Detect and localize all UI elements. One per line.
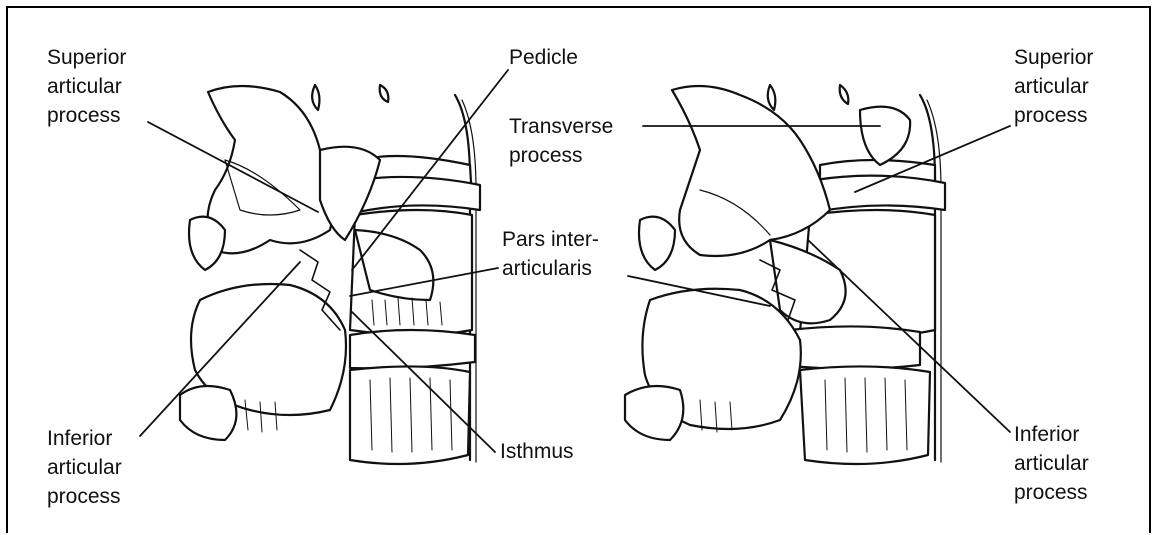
label-left-superior-articular-process: Superior articular process bbox=[47, 43, 126, 130]
label-right-superior-articular-process: Superior articular process bbox=[1014, 43, 1093, 130]
label-left-inferior-articular-process: Inferior articular process bbox=[47, 424, 122, 511]
label-pedicle: Pedicle bbox=[509, 43, 578, 72]
left-vertebra-drawing bbox=[180, 85, 480, 464]
label-isthmus: Isthmus bbox=[500, 437, 574, 466]
label-transverse-process: Transverse process bbox=[509, 112, 613, 170]
right-vertebra-drawing bbox=[625, 85, 945, 464]
label-right-inferior-articular-process: Inferior articular process bbox=[1014, 420, 1089, 507]
label-pars-interarticularis: Pars inter- articularis bbox=[502, 225, 599, 283]
